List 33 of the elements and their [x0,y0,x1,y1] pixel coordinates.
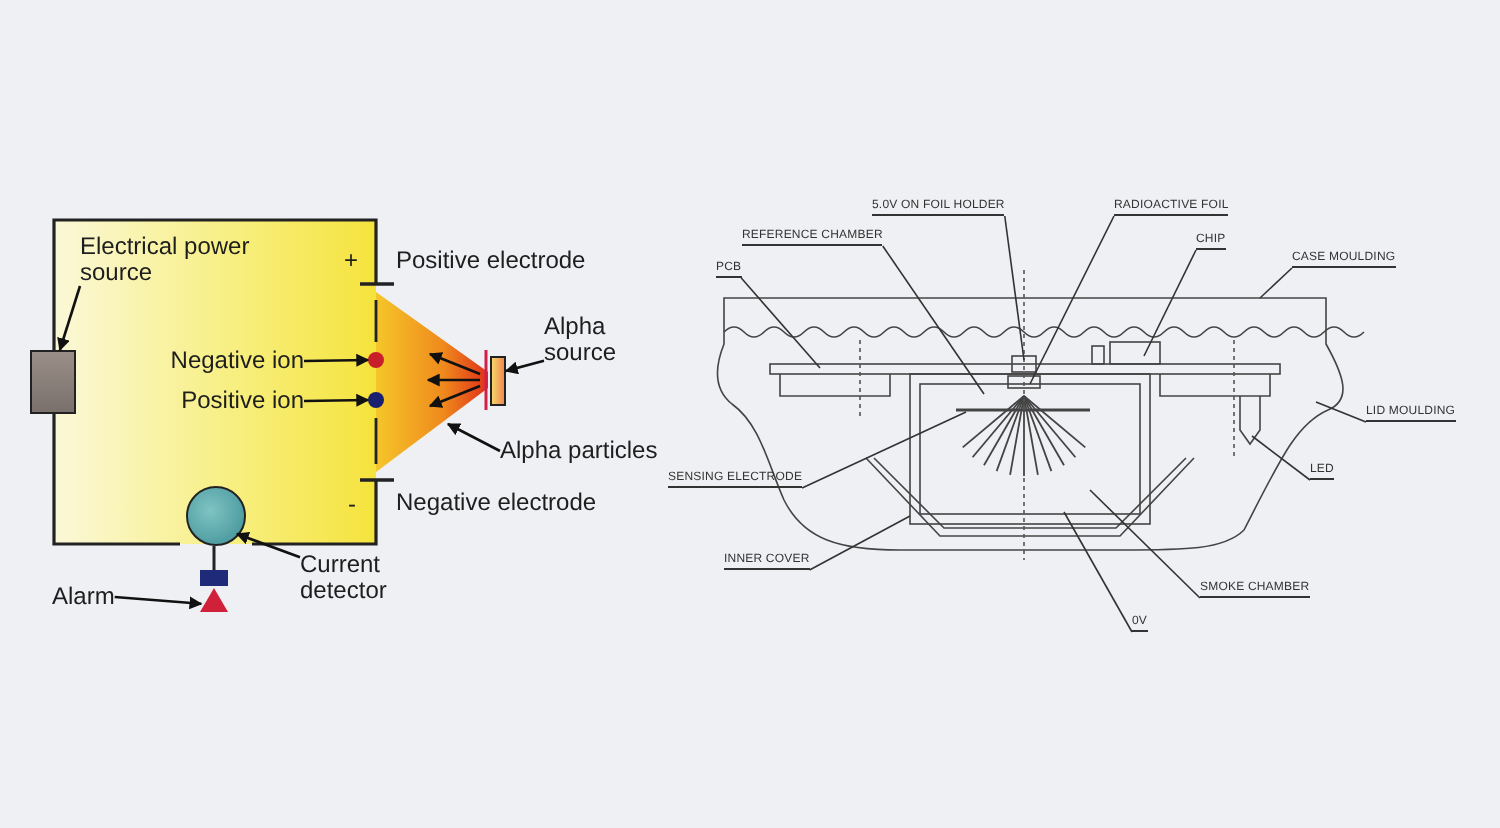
callout-label: Current detector [300,552,420,604]
leader-line [881,245,985,395]
arrow [57,285,82,352]
callout-label: Negative ion [164,348,304,374]
alpha-source-block [490,356,506,406]
alarm-symbol [198,546,230,614]
leader-line [808,515,911,571]
callout-label: Positive ion [176,388,304,414]
leader-line [1089,489,1201,599]
arrow [303,353,370,367]
text-label: + [344,248,359,274]
leader-line [1259,267,1293,299]
text-label: Positive electrode [396,248,586,274]
leader-line [740,277,821,369]
battery-symbol [30,350,76,414]
leader-line [1143,249,1197,357]
text-label: - [348,492,356,518]
leader-line [1315,401,1367,423]
arrow [235,531,301,559]
callout-label: Alpha source [544,314,664,366]
text-label: Negative electrode [396,490,597,516]
arrow [504,359,545,375]
callout-label: Electrical power source [80,234,300,286]
arrow [446,422,501,453]
arrow [114,595,203,610]
leader-line [1003,215,1025,361]
callout-label: Alarm [52,584,115,610]
callout-label: Alpha particles [500,438,658,464]
leader-line [1029,215,1115,385]
arrow [303,393,370,407]
leader-line [801,411,967,489]
leader-line [1251,435,1311,481]
leader-line [1063,511,1133,633]
